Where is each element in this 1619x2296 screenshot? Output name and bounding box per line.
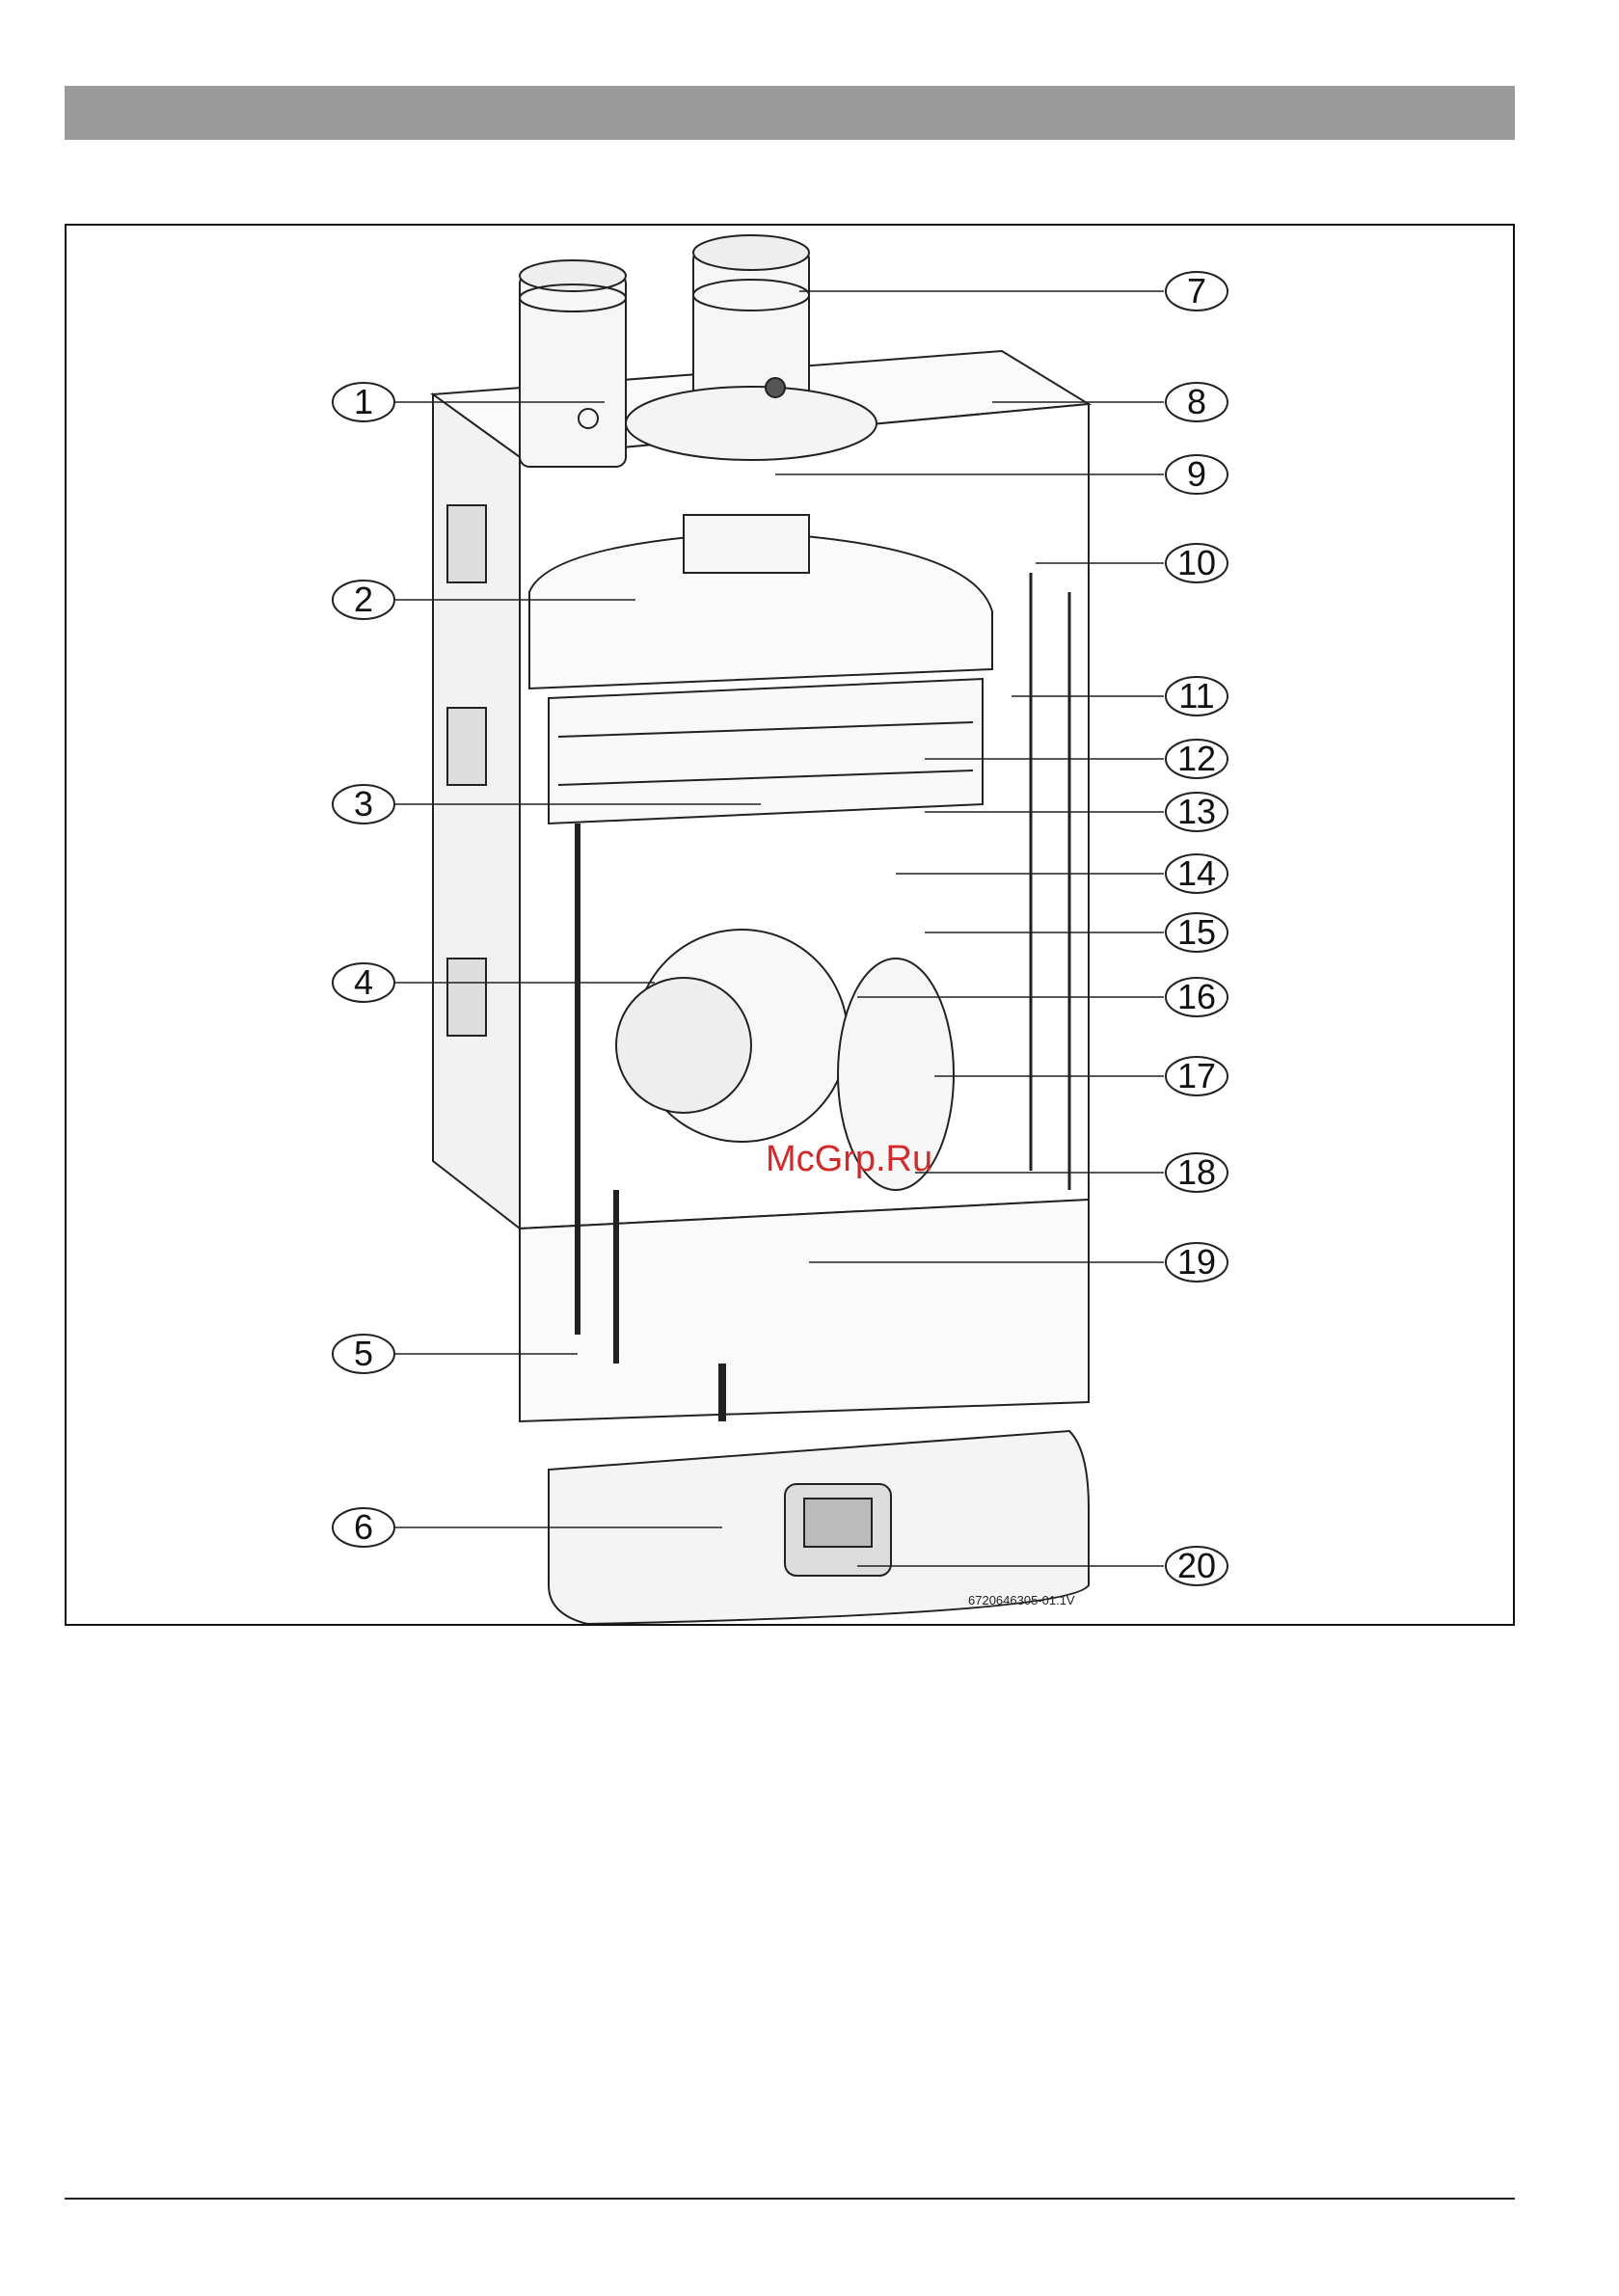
- callout-15: 15: [1166, 912, 1228, 952]
- callout-label: 11: [1178, 676, 1214, 716]
- callout-12: 12: [1166, 739, 1228, 778]
- air-intake-pipe: [520, 274, 626, 467]
- lower-compartment: [520, 1200, 1089, 1421]
- callout-7: 7: [1166, 271, 1228, 311]
- callout-label: 20: [1177, 1546, 1216, 1585]
- callout-11: 11: [1166, 676, 1228, 716]
- callout-14: 14: [1166, 853, 1228, 893]
- callout-3: 3: [333, 784, 394, 824]
- callout-label: 9: [1187, 454, 1206, 494]
- callout-label: 10: [1177, 543, 1216, 582]
- callout-13: 13: [1166, 792, 1228, 831]
- callout-label: 14: [1177, 853, 1216, 893]
- callout-4: 4: [333, 962, 394, 1002]
- callout-label: 19: [1177, 1242, 1216, 1282]
- header-bar: [65, 86, 1515, 140]
- callout-label: 17: [1177, 1056, 1216, 1095]
- callout-9: 9: [1166, 454, 1228, 494]
- callout-label: 5: [354, 1334, 373, 1373]
- callout-label: 2: [354, 580, 373, 619]
- boiler-illustration: McGrp.Ru 6720646305-01.1V 12345678910111…: [67, 226, 1513, 1624]
- callout-1: 1: [333, 382, 394, 421]
- figure-code: 6720646305-01.1V: [968, 1593, 1075, 1607]
- callout-20: 20: [1166, 1546, 1228, 1585]
- callout-6: 6: [333, 1507, 394, 1547]
- gas-valve: [616, 978, 751, 1113]
- footer-rule: [65, 2198, 1515, 2200]
- callout-label: 13: [1177, 792, 1216, 831]
- heat-exchanger: [549, 679, 983, 824]
- callout-label: 7: [1187, 271, 1206, 311]
- callout-label: 15: [1177, 912, 1216, 952]
- callout-label: 18: [1177, 1152, 1216, 1192]
- callout-5: 5: [333, 1334, 394, 1373]
- callout-18: 18: [1166, 1152, 1228, 1192]
- callout-label: 8: [1187, 382, 1206, 421]
- callout-label: 12: [1177, 739, 1216, 778]
- callout-label: 3: [354, 784, 373, 824]
- callout-label: 1: [354, 382, 373, 421]
- callout-17: 17: [1166, 1056, 1228, 1095]
- callout-16: 16: [1166, 977, 1228, 1016]
- watermark: McGrp.Ru: [766, 1139, 932, 1179]
- callout-19: 19: [1166, 1242, 1228, 1282]
- callout-8: 8: [1166, 382, 1228, 421]
- callout-label: 4: [354, 962, 373, 1002]
- callout-label: 16: [1177, 977, 1216, 1016]
- callout-10: 10: [1166, 543, 1228, 582]
- callout-label: 6: [354, 1507, 373, 1547]
- callout-2: 2: [333, 580, 394, 619]
